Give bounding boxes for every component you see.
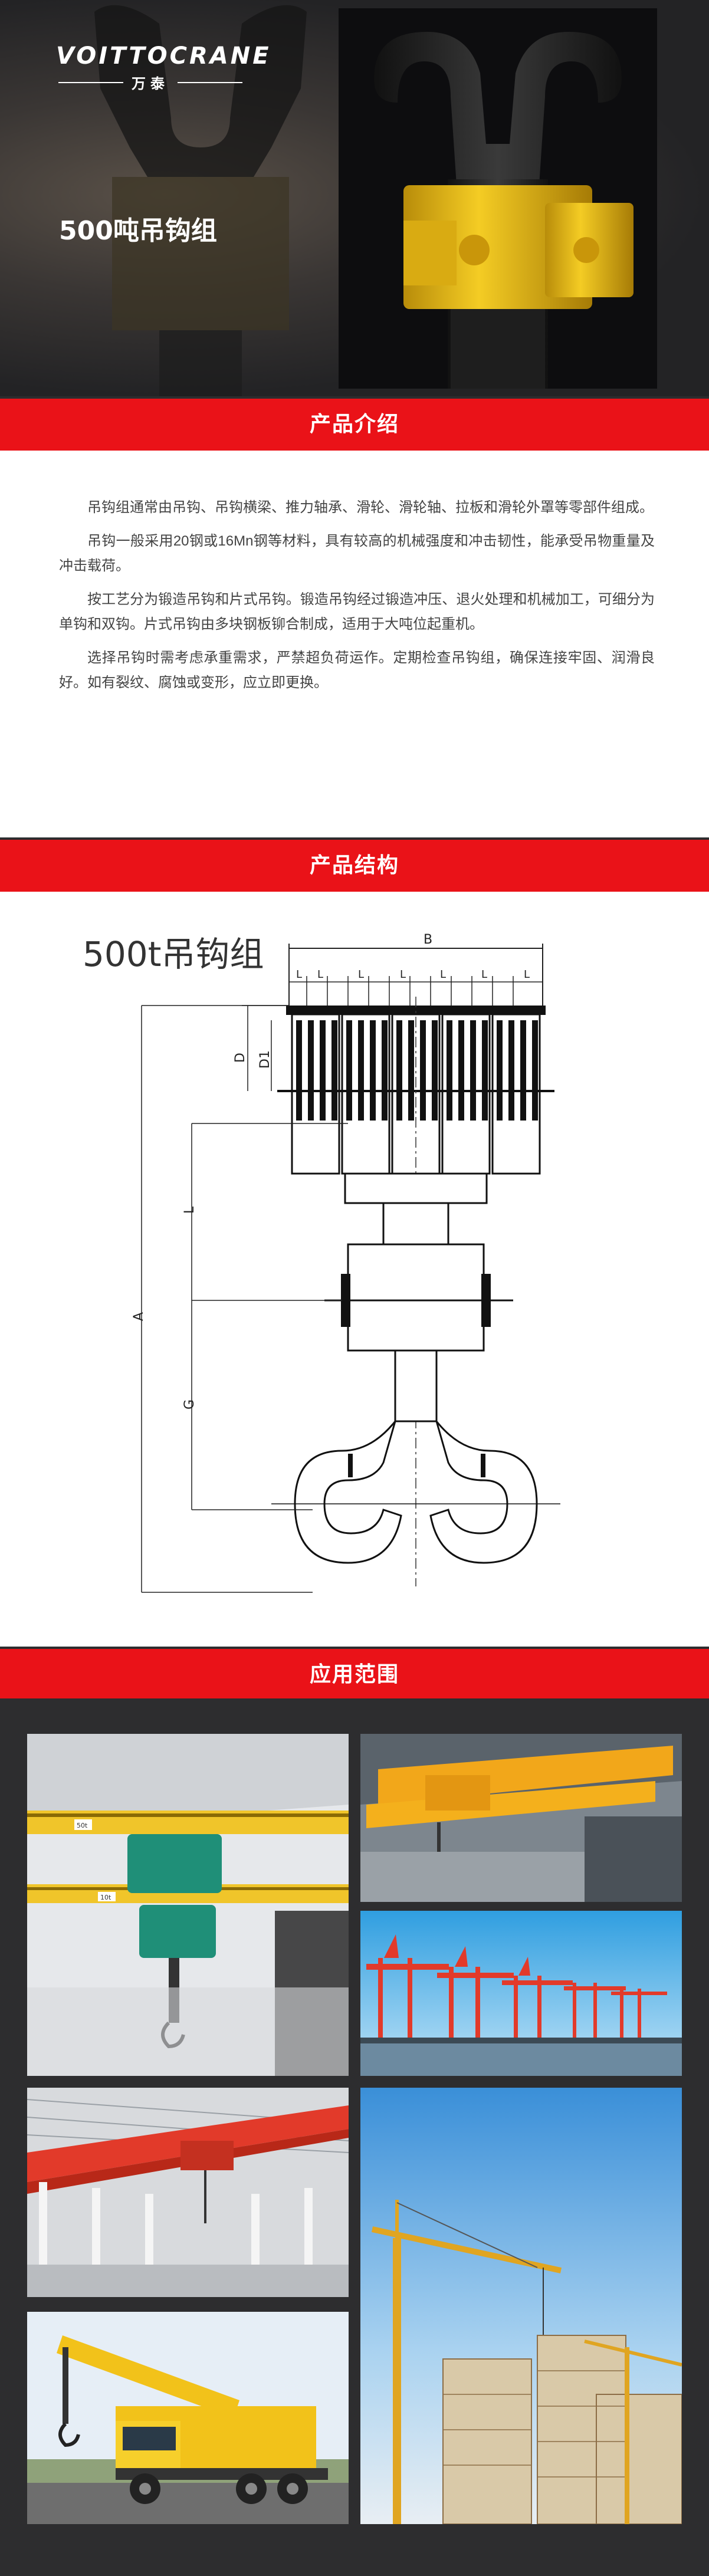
dim-label-l: L: [296, 968, 302, 981]
logo-rule-right: [178, 81, 242, 83]
intro-paragraph: 按工艺分为锻造吊钩和片式吊钩。锻造吊钩经过锻造冲压、退火处理和机械加工，可细分为…: [59, 592, 655, 632]
dim-label-b: B: [424, 932, 432, 947]
dim-label-d1: D1: [258, 1050, 273, 1069]
section-header-intro: 产品介绍: [0, 399, 709, 451]
hero-title: 500吨吊钩组: [59, 216, 217, 246]
intro-text: 吊钩组通常由吊钩、吊钩横梁、推力轴承、滑轮、滑轮轴、拉板和滑轮外罩等零部件组成。…: [59, 495, 655, 704]
port-cranes-photo: [360, 1911, 682, 2076]
section-header-structure: 产品结构: [0, 840, 709, 892]
hero-hook-silhouette: [94, 5, 307, 396]
tower-crane-photo: [360, 2088, 682, 2524]
dim-label-a: A: [132, 1312, 146, 1321]
intro-paragraph: 吊钩组通常由吊钩、吊钩横梁、推力轴承、滑轮、滑轮轴、拉板和滑轮外罩等零部件组成。: [87, 500, 654, 515]
hero-product-photo: [339, 8, 657, 389]
logo-rule-left: [58, 81, 123, 83]
dim-label-l: L: [524, 968, 530, 981]
section-header-application: 应用范围: [0, 1649, 709, 1701]
dim-label-l: L: [440, 968, 446, 981]
brand-logo-en: VOITTOCRANE: [56, 42, 271, 70]
intro-paragraph: 吊钩一般采用20钢或16Mn钢等材料，具有较高的机械强度和冲击韧性，能承受吊物重…: [59, 533, 655, 574]
overhead-crane-photo: [360, 1734, 682, 1902]
hero-banner: VOITTOCRANE 万泰 500吨吊钩组: [0, 0, 709, 396]
hoist-tag: 50t: [77, 1822, 88, 1829]
dim-label-l-main: L: [182, 1206, 197, 1214]
diagram-title: 500t吊钩组: [83, 934, 264, 974]
brand-logo-cn: 万泰: [132, 75, 169, 92]
dim-label-l: L: [358, 968, 364, 981]
red-bridge-crane-photo: [27, 2088, 349, 2297]
dim-label-l: L: [400, 968, 406, 981]
intro-paragraph: 选择吊钩时需考虑承重需求，严禁超负荷运作。定期检查吊钩组，确保连接牢固、润滑良好…: [59, 650, 655, 691]
dim-label-l: L: [317, 968, 323, 981]
structure-diagram: 500t吊钩组 B L L L L L L L: [65, 920, 655, 1610]
brand-logo: VOITTOCRANE 万泰: [56, 42, 271, 93]
workshop-hoist-photo: 50t 10t: [27, 1734, 349, 2076]
dim-label-g: G: [182, 1399, 197, 1409]
hoist-tag: 10t: [100, 1894, 111, 1901]
truck-crane-photo: [27, 2312, 349, 2524]
application-gallery: 50t 10t: [0, 1698, 709, 2576]
dim-label-l: L: [481, 968, 487, 981]
dim-label-d: D: [233, 1053, 248, 1063]
